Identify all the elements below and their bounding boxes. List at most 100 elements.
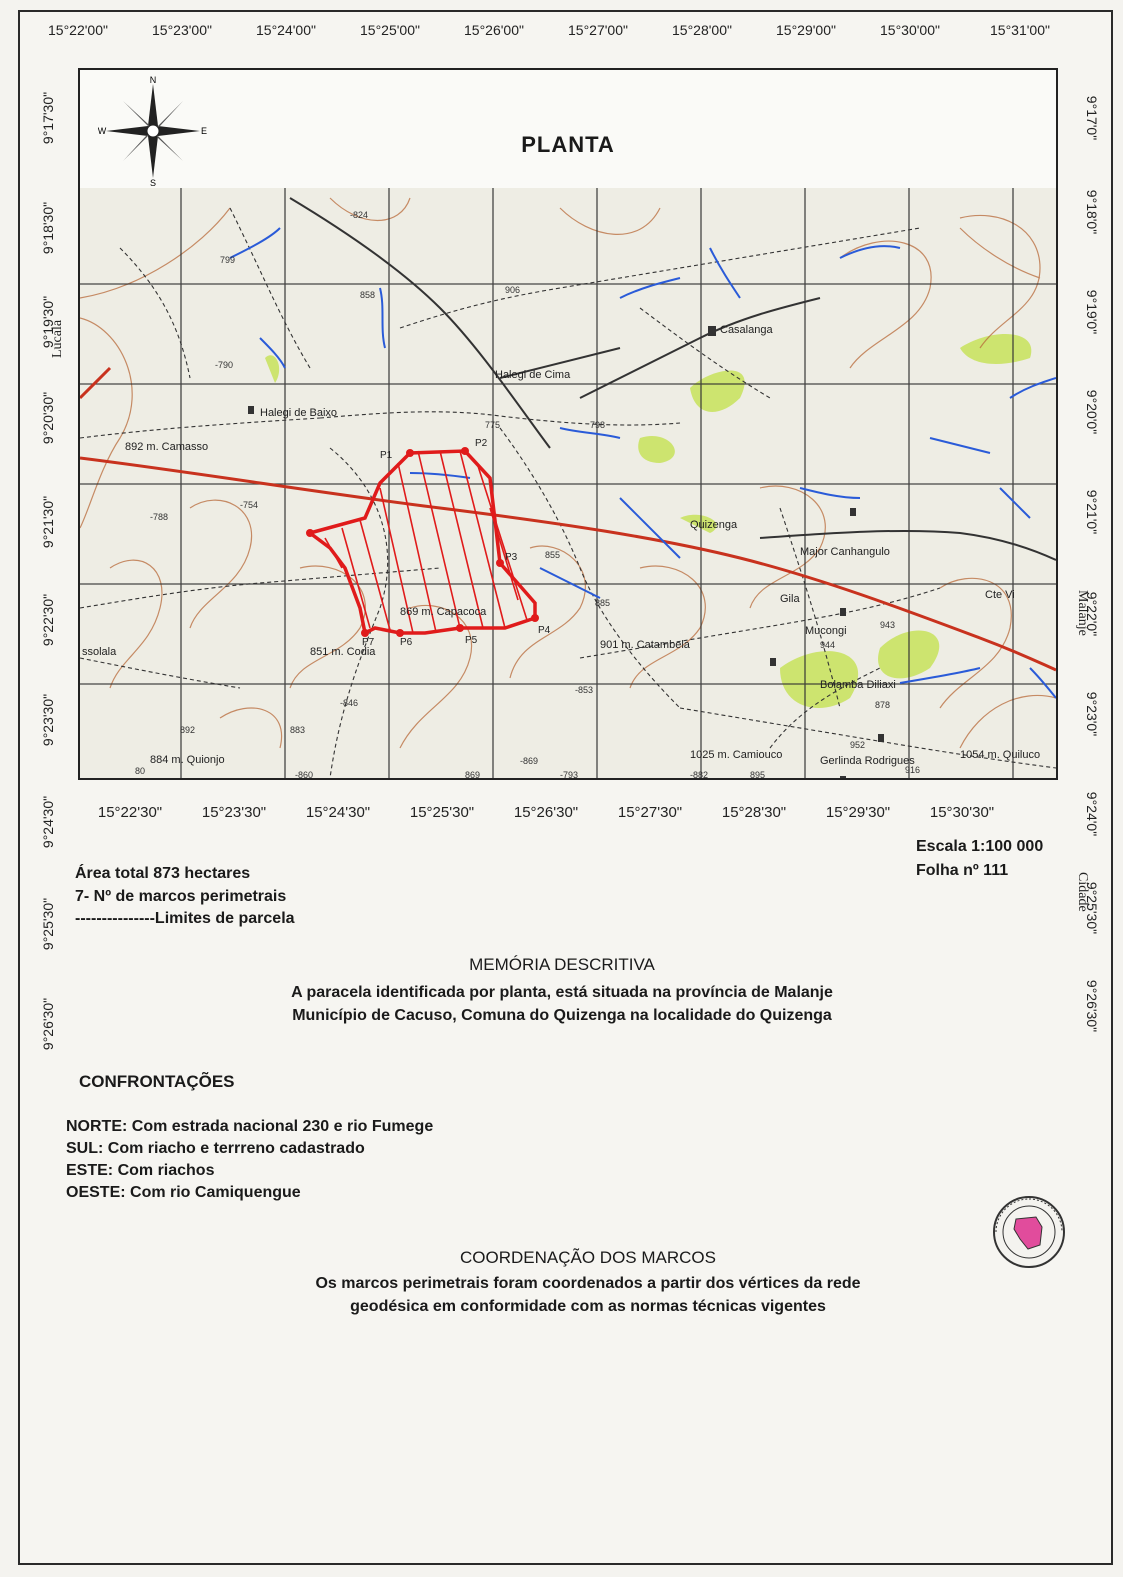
vertex-marker (496, 559, 504, 567)
bottom-coord: 15°24'30" (305, 804, 371, 821)
confrontacao-este: ESTE: Com riachos (66, 1162, 215, 1179)
bottom-coord: 15°27'30" (617, 804, 683, 821)
bottom-coord: 15°25'30" (409, 804, 475, 821)
spot-height: 878 (875, 700, 890, 710)
compass-n: N (150, 76, 157, 85)
vegetation-patch (680, 514, 717, 533)
vegetation-patch (780, 651, 859, 708)
place-labels: Halegi de Baixo Halegi de Cima Casalanga… (82, 324, 1040, 767)
parcel-vertex-labels: P1 P2 P3 P4 P5 P6 P7 (362, 438, 551, 648)
roads (289, 197, 1056, 561)
settlement-marker (708, 326, 716, 336)
place-label: Cte Vi (985, 589, 1015, 601)
top-coord: 15°28'00" (672, 22, 732, 38)
left-coord: 9°23'30" (40, 693, 56, 747)
mark-label: P5 (465, 635, 478, 646)
right-coord: 9°21'0" (1084, 489, 1100, 535)
road-segment (80, 366, 112, 400)
mark-label: P4 (538, 625, 551, 636)
top-coord: 15°31'00" (990, 22, 1050, 38)
spot-height: 799 (220, 255, 235, 265)
settlement-markers (248, 326, 884, 778)
map-grid (80, 188, 1056, 778)
mark-label: P6 (400, 637, 413, 648)
bottom-coord: 15°29'30" (825, 804, 891, 821)
parcel-limits-legend: ---------------Limites de parcela (75, 910, 295, 927)
right-coord: 9°19'0" (1084, 289, 1100, 335)
spot-height: -793 (560, 770, 578, 778)
spot-height: 858 (360, 290, 375, 300)
place-label: Mucongi (805, 625, 847, 637)
spot-height: -853 (575, 685, 593, 695)
contour-lines (80, 197, 1056, 749)
left-coord: 9°18'30" (40, 201, 56, 255)
bottom-coord: 15°30'30" (929, 804, 995, 821)
place-label: Quizenga (690, 519, 738, 531)
mark-label: P1 (380, 450, 393, 461)
spot-height: 892 (180, 725, 195, 735)
spot-height: 952 (850, 740, 865, 750)
place-label: Halegi de Baixo (260, 407, 337, 419)
confrontacao-sul: SUL: Com riacho e terrreno cadastrado (66, 1140, 365, 1157)
left-coord: 9°22'30" (40, 593, 56, 647)
bottom-coord: 15°23'30" (201, 804, 267, 821)
spot-height: 855 (545, 550, 560, 560)
spot-heights: -824 799 858 906 -790 798 775 -788 -754 … (135, 210, 920, 778)
spot-height: 798 (590, 420, 605, 430)
parcel-hatching (324, 450, 528, 634)
vertex-marker (361, 629, 369, 637)
left-coord: 9°20'30" (40, 391, 56, 445)
compass-s: S (150, 178, 156, 186)
place-label: 869 m. Capacoca (400, 606, 487, 618)
left-coord: 9°25'30" (40, 897, 56, 951)
vertex-marker (396, 629, 404, 637)
settlement-marker (840, 776, 846, 778)
place-label: ssolala (82, 646, 117, 658)
left-coord: 9°26'30" (40, 997, 56, 1051)
right-coord: 9°20'0" (1084, 389, 1100, 435)
national-road (80, 456, 1056, 672)
institute-seal-icon (993, 1196, 1065, 1268)
confrontacao-oeste: OESTE: Com rio Camiquengue (66, 1184, 301, 1201)
parcel-vertices (306, 447, 539, 637)
top-coord: 15°30'00" (880, 22, 940, 38)
spot-height: -882 (690, 770, 708, 778)
left-coord: 9°17'30" (40, 91, 56, 145)
sheet-number: Folha nº 111 (916, 862, 1009, 879)
rivers (229, 227, 1056, 699)
mark-label: P7 (362, 637, 375, 648)
settlement-marker (850, 508, 856, 516)
side-label-lucala: Lucala (50, 319, 65, 358)
place-label: 892 m. Camasso (125, 441, 208, 453)
right-coord: 9°24'0" (1084, 791, 1100, 837)
place-label: Gerlinda Rodrigues (820, 755, 915, 767)
tracks (80, 207, 1056, 778)
memoria-line-1: A paracela identificada por planta, está… (291, 984, 833, 1001)
spot-height: 943 (880, 620, 895, 630)
settlement-marker (770, 658, 776, 666)
spot-height: 895 (750, 770, 765, 778)
spot-height: 944 (820, 640, 835, 650)
map-frame: N S W E PLANTA (78, 68, 1058, 780)
place-label: 851 m. Codia (310, 646, 376, 658)
spot-height: 883 (290, 725, 305, 735)
right-coord: 9°26'30" (1084, 979, 1100, 1033)
right-coord: 9°17'0" (1084, 95, 1100, 141)
place-label: Major Canhangulo (800, 546, 890, 558)
perimeter-marks-count: 7- Nº de marcos perimetrais (75, 888, 287, 905)
vertex-marker (461, 447, 469, 455)
place-label: Gila (780, 593, 800, 605)
spot-height: 775 (485, 420, 500, 430)
place-label: Halegi de Cima (495, 369, 571, 381)
spot-height: -860 (295, 770, 313, 778)
spot-height: 80 (135, 766, 145, 776)
coordenacao-line-1: Os marcos perimetrais foram coordenados … (315, 1275, 861, 1292)
spot-height: -754 (240, 500, 258, 510)
bottom-coord: 15°26'30" (513, 804, 579, 821)
memoria-heading: MEMÓRIA DESCRITIVA (469, 955, 655, 974)
left-coord: 9°21'30" (40, 495, 56, 549)
title-band: N S W E PLANTA (80, 70, 1056, 190)
place-label: Bolamba Diliaxi (820, 679, 896, 691)
side-label-malanje: Malanje (1075, 590, 1090, 636)
map-scale: Escala 1:100 000 (916, 838, 1044, 855)
